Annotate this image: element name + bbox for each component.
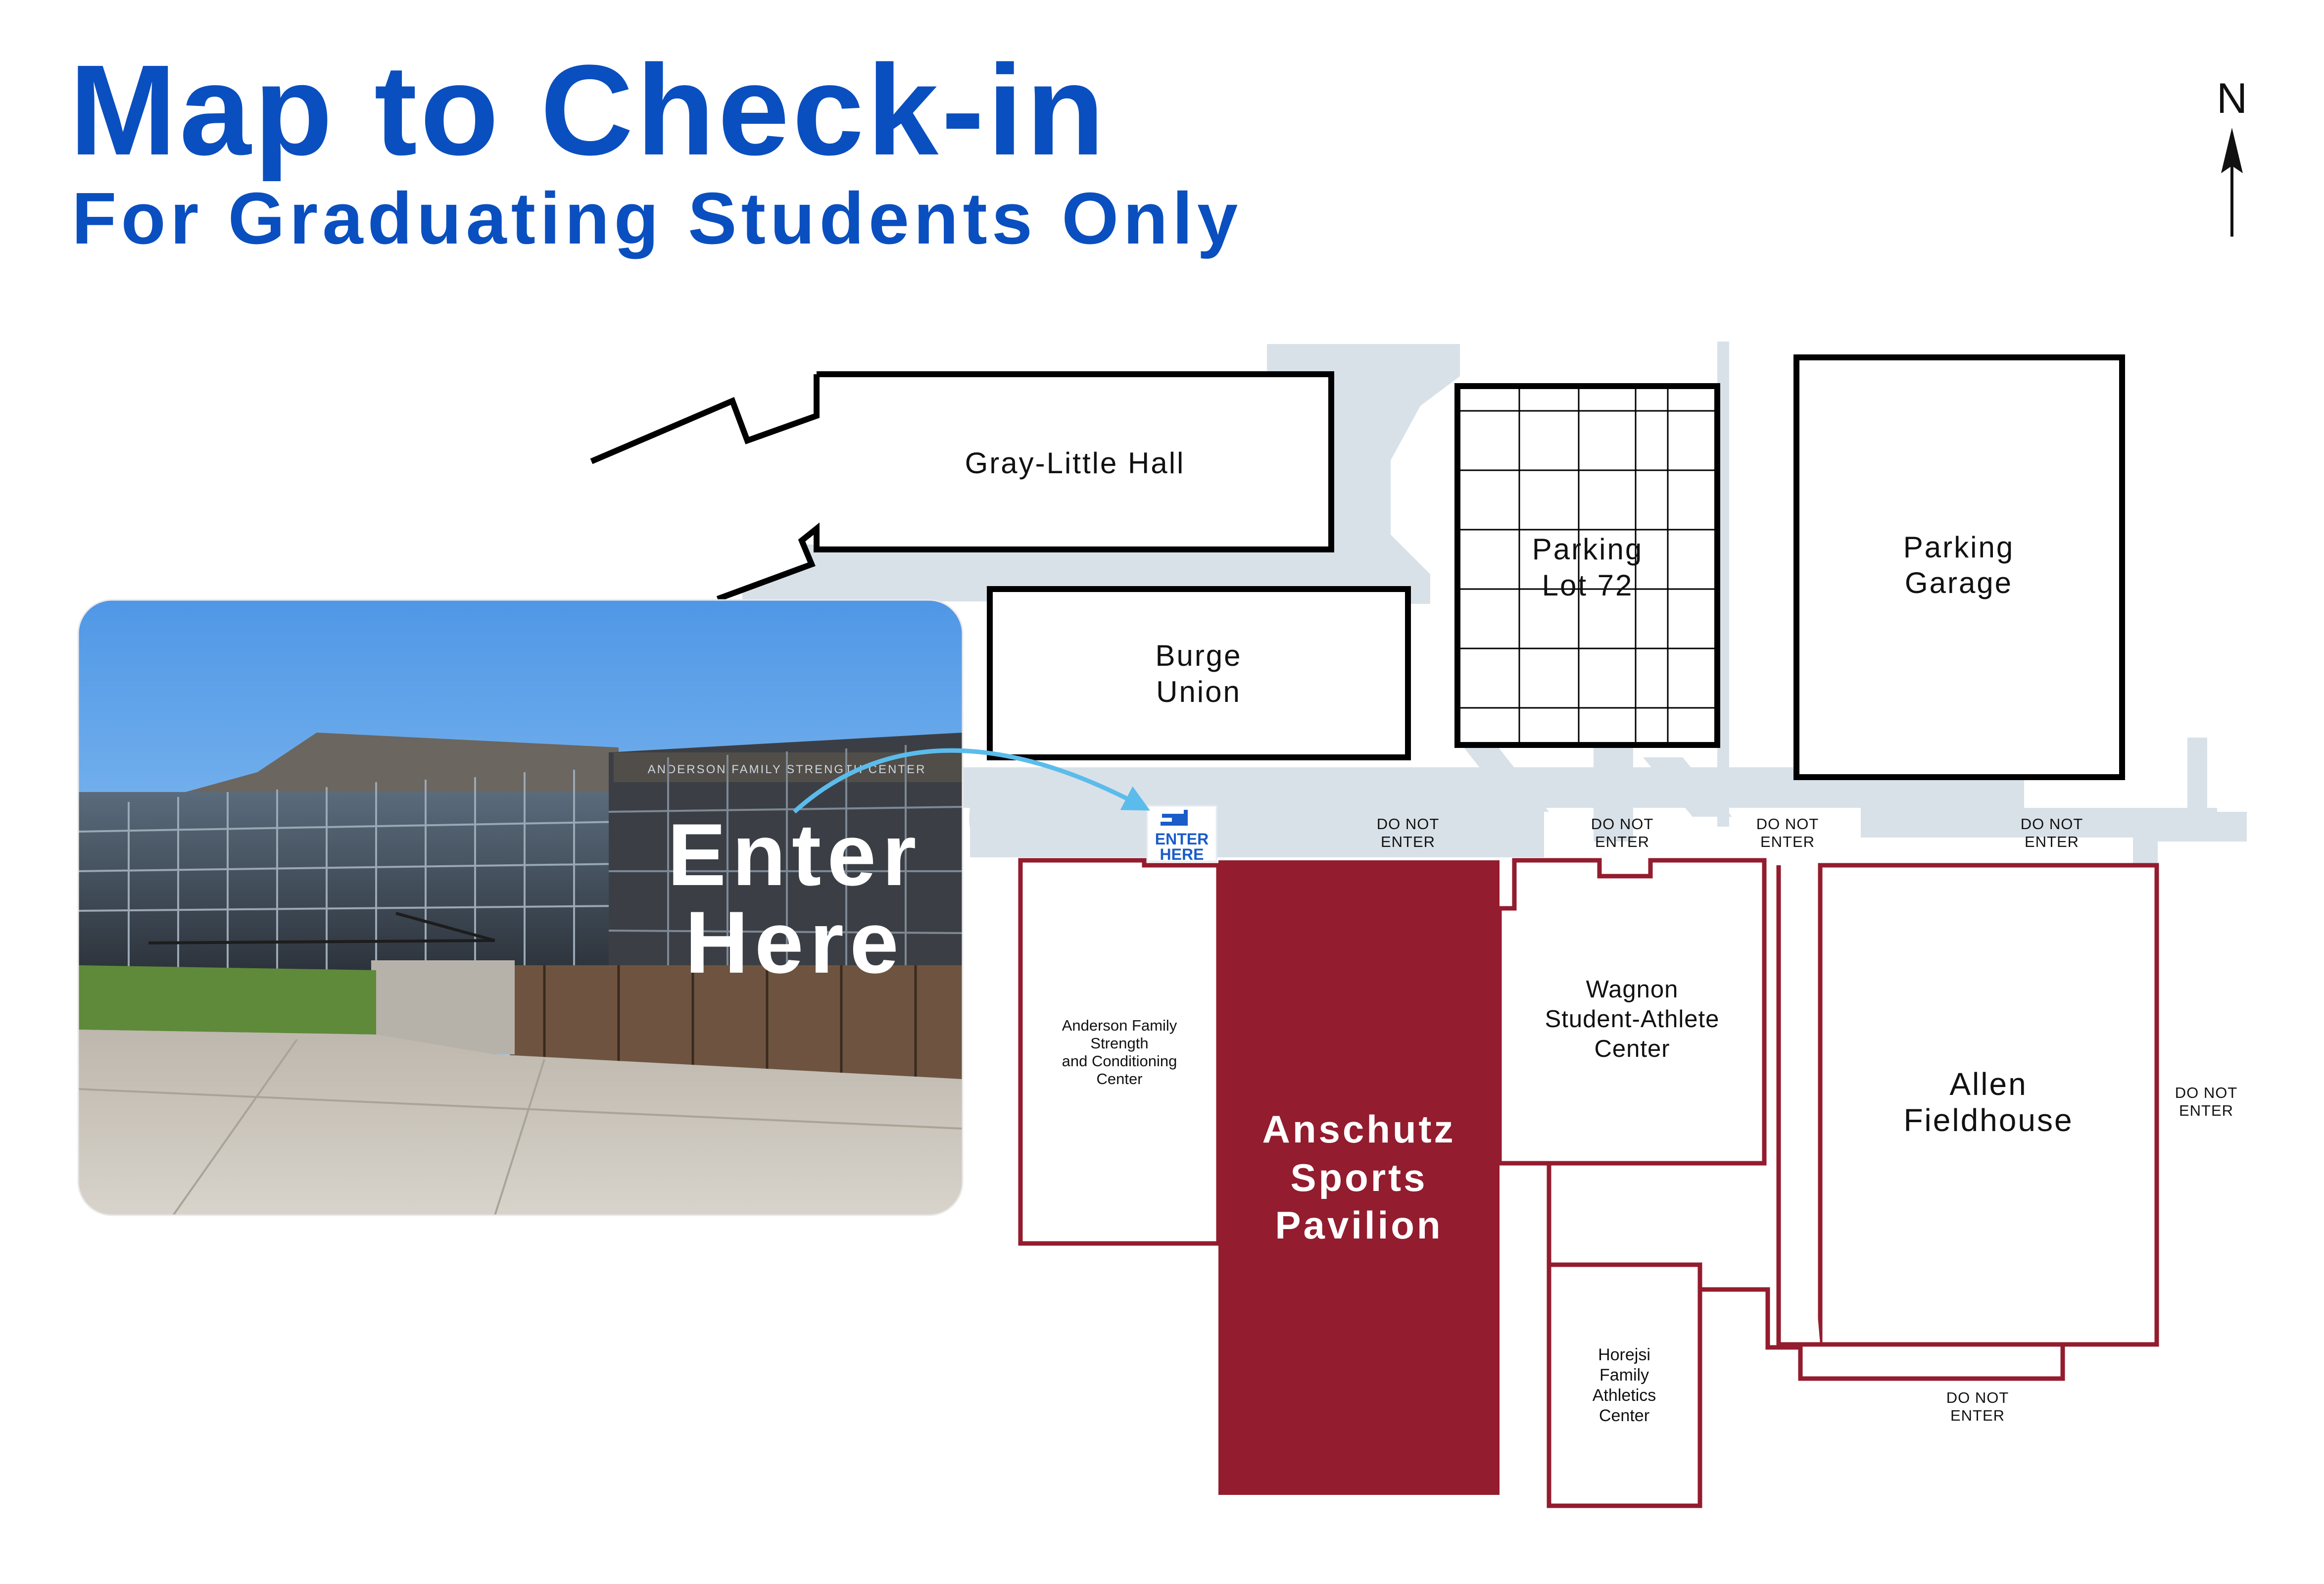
do-not-enter-label: ENTER	[1595, 833, 1649, 850]
horejsi-label: Center	[1599, 1406, 1649, 1425]
enter-here-marker-text: ENTER	[1155, 830, 1209, 848]
do-not-enter-labels: DO NOT ENTER DO NOT ENTER DO NOT ENTER D…	[1377, 815, 2238, 1424]
anderson-center-label: Anderson Family	[1062, 1017, 1177, 1034]
enter-here-overlay: Enter	[668, 805, 922, 904]
wagnon-center-outline	[1497, 858, 1767, 1166]
gray-little-hall-label: Gray-Little Hall	[965, 446, 1185, 480]
allen-fieldhouse-label: Fieldhouse	[1903, 1102, 2073, 1138]
do-not-enter-label: ENTER	[2025, 833, 2079, 850]
do-not-enter-label: DO NOT	[2021, 815, 2083, 833]
photo-frame	[77, 599, 964, 1216]
gray-little-hall-outline	[716, 371, 1334, 602]
do-not-enter-label: ENTER	[2179, 1102, 2233, 1119]
horejsi-label: Athletics	[1593, 1386, 1656, 1405]
parking-garage-label: Garage	[1905, 566, 2013, 599]
enter-here-marker-text: HERE	[1160, 845, 1204, 863]
burge-union-outline	[987, 586, 1411, 760]
anschutz-label: Sports	[1290, 1156, 1427, 1199]
burge-union-label: Union	[1156, 675, 1241, 708]
anschutz-pavilion	[1218, 860, 1500, 1495]
wagnon-label: Student-Athlete	[1545, 1006, 1720, 1033]
north-buildings	[590, 354, 2125, 780]
stairs-icon	[1161, 810, 1188, 826]
parking-lot-72-label: Parking	[1532, 533, 1643, 566]
parking-lot-72-outline	[1454, 383, 1720, 748]
do-not-enter-label: DO NOT	[2175, 1084, 2238, 1101]
compass-label: N	[2217, 75, 2247, 122]
anderson-center-outline	[1018, 858, 1221, 1246]
parking-lot-grid	[1457, 386, 1717, 745]
allen-fieldhouse-label: Allen	[1949, 1066, 2027, 1102]
do-not-enter-label: DO NOT	[1377, 815, 1440, 833]
do-not-enter-label: DO NOT	[1946, 1389, 2009, 1406]
horejsi-label: Family	[1599, 1366, 1649, 1385]
anderson-center-label: Strength	[1090, 1035, 1148, 1052]
arrow-to-entrance-icon	[792, 748, 1150, 814]
do-not-enter-label: ENTER	[1950, 1407, 2005, 1424]
wagnon-label: Wagnon	[1586, 976, 1679, 1003]
horejsi-label: Horejsi	[1598, 1345, 1650, 1364]
allen-fieldhouse-outline	[1818, 863, 2159, 1347]
do-not-enter-label: DO NOT	[1591, 815, 1654, 833]
do-not-enter-label: DO NOT	[1756, 815, 1819, 833]
enter-here-overlay: Here	[685, 893, 905, 991]
horejsi-center-outline	[1547, 1262, 1702, 1508]
anschutz-label: Anschutz	[1262, 1107, 1456, 1151]
anderson-center-label: Center	[1096, 1070, 1142, 1088]
burge-union-label: Burge	[1155, 639, 1242, 672]
parking-garage-outline	[1793, 354, 2125, 780]
page-subtitle: For Graduating Students Only	[72, 178, 1242, 259]
athletics-complex	[1018, 858, 2159, 1508]
entrance-photo: ANDERSON FAMILY STRENGTH CENTER	[78, 600, 963, 1215]
parking-garage-label: Parking	[1903, 531, 2014, 564]
enter-here-marker: ENTER HERE	[1146, 805, 1217, 863]
anderson-center-label: and Conditioning	[1062, 1052, 1177, 1070]
do-not-enter-label: ENTER	[1381, 833, 1435, 850]
do-not-enter-label: ENTER	[1760, 833, 1815, 850]
parking-lot-72-label: Lot 72	[1542, 569, 1634, 602]
wagnon-label: Center	[1594, 1036, 1670, 1062]
page-title: Map to Check-in	[69, 39, 1108, 183]
anschutz-label: Pavilion	[1275, 1203, 1443, 1247]
north-arrow-icon	[2221, 128, 2243, 237]
